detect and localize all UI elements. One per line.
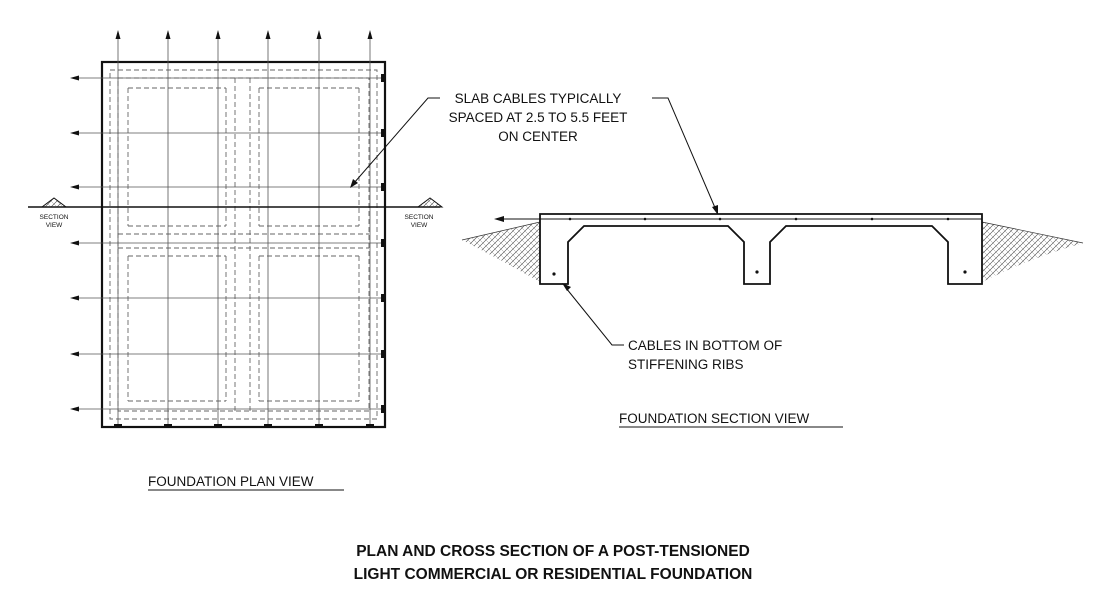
svg-text:SECTION: SECTION xyxy=(40,214,69,221)
svg-text:PLAN AND CROSS SECTION OF A PO: PLAN AND CROSS SECTION OF A POST-TENSION… xyxy=(356,543,750,560)
slab-cables-callout: SLAB CABLES TYPICALLY SPACED AT 2.5 TO 5… xyxy=(350,91,718,215)
vertical-cables xyxy=(114,30,374,428)
svg-text:ON CENTER: ON CENTER xyxy=(498,129,578,144)
perimeter-beam-outline xyxy=(109,69,378,420)
svg-text:STIFFENING RIBS: STIFFENING RIBS xyxy=(628,357,744,372)
svg-text:SECTION: SECTION xyxy=(405,214,434,221)
svg-text:CABLES IN BOTTOM OF: CABLES IN BOTTOM OF xyxy=(628,338,782,353)
drawing-title: PLAN AND CROSS SECTION OF A POST-TENSION… xyxy=(354,543,753,583)
rib-cables xyxy=(552,270,967,276)
rib-cables-callout: CABLES IN BOTTOM OF STIFFENING RIBS xyxy=(562,283,782,372)
interior-beam-outlines xyxy=(118,78,369,411)
foundation-plan-view: SECTION VIEW SECTION VIEW FOUNDATION PLA… xyxy=(28,30,444,491)
section-marker-right: SECTION VIEW xyxy=(405,214,434,229)
slab-outline xyxy=(100,60,387,429)
svg-text:VIEW: VIEW xyxy=(411,222,428,229)
svg-text:VIEW: VIEW xyxy=(46,222,63,229)
section-view-caption: FOUNDATION SECTION VIEW xyxy=(619,411,810,426)
horizontal-cables xyxy=(70,74,385,413)
svg-text:SPACED AT 2.5 TO 5.5 FEET: SPACED AT 2.5 TO 5.5 FEET xyxy=(449,110,628,125)
svg-text:SLAB CABLES TYPICALLY: SLAB CABLES TYPICALLY xyxy=(455,91,622,106)
section-cut-line xyxy=(28,197,444,208)
slab-and-ribs xyxy=(539,213,983,285)
plan-view-caption: FOUNDATION PLAN VIEW xyxy=(148,474,314,489)
svg-text:LIGHT COMMERCIAL OR RESIDENTIA: LIGHT COMMERCIAL OR RESIDENTIAL FOUNDATI… xyxy=(354,566,753,583)
soil-left xyxy=(462,222,540,282)
foundation-section-view: CABLES IN BOTTOM OF STIFFENING RIBS FOUN… xyxy=(461,213,1084,428)
section-marker-left: SECTION VIEW xyxy=(40,214,69,229)
section-slab-cable xyxy=(494,216,982,222)
soil-right xyxy=(982,222,1083,282)
